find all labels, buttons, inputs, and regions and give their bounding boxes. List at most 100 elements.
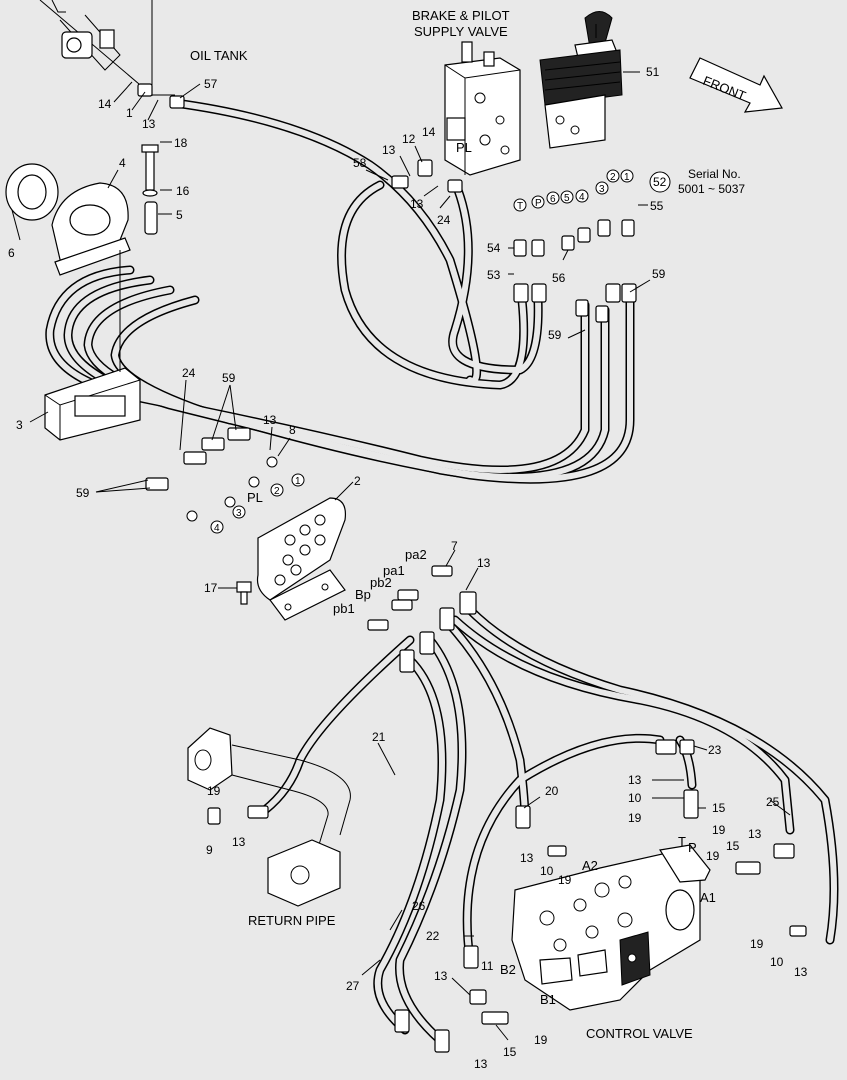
- serial-label: Serial No.: [688, 167, 741, 181]
- callout: 59: [548, 328, 562, 342]
- circled-marker-52: 52: [649, 171, 671, 193]
- clamp-3: [44, 250, 141, 441]
- port-Bp: Bp: [355, 587, 371, 602]
- callout: 13: [434, 969, 448, 983]
- circled-marker-2-lower: 2: [270, 483, 284, 497]
- hose-bundle: [45, 98, 839, 1045]
- callout: 13: [520, 851, 534, 865]
- circled-marker-5: 5: [560, 190, 574, 204]
- svg-text:3: 3: [599, 184, 605, 195]
- callout: 13: [748, 827, 762, 841]
- circled-marker-4-lower: 4: [210, 520, 224, 534]
- callout: 19: [712, 823, 726, 837]
- callout: 13: [474, 1057, 488, 1071]
- callout: 58: [353, 156, 367, 170]
- control-valve-label: CONTROL VALVE: [586, 1026, 693, 1041]
- callout: 1: [126, 106, 133, 120]
- callout: 10: [770, 955, 784, 969]
- return-pipe: [187, 727, 351, 907]
- circled-marker-P: P: [531, 195, 545, 209]
- mounting-plate-2: [256, 497, 347, 621]
- port-pa2: pa2: [405, 547, 427, 562]
- callout: 10: [628, 791, 642, 805]
- callout: 11: [481, 959, 494, 973]
- callout: 9: [206, 843, 213, 857]
- spacer-5: [144, 201, 158, 235]
- circled-marker-4: 4: [575, 189, 589, 203]
- oil-tank-label: OIL TANK: [190, 48, 248, 63]
- svg-text:52: 52: [653, 175, 667, 189]
- circled-marker-6: 6: [546, 191, 560, 205]
- circled-marker-3: 3: [595, 181, 609, 195]
- callout: 27: [346, 979, 360, 993]
- callout: 19: [750, 937, 764, 951]
- callout: 14: [422, 125, 436, 139]
- svg-text:1: 1: [295, 476, 301, 487]
- svg-text:P: P: [535, 198, 542, 209]
- callout: 14: [98, 97, 112, 111]
- callout: 17: [204, 581, 218, 595]
- callout: 19: [706, 849, 720, 863]
- callout: 13: [410, 197, 424, 211]
- callout: 20: [545, 784, 559, 798]
- callout: 59: [652, 267, 666, 281]
- brake-pilot-label-line1: BRAKE & PILOT: [412, 8, 510, 23]
- callout: 19: [207, 784, 221, 798]
- svg-text:T: T: [517, 201, 523, 212]
- pilot-joystick-valve: [539, 11, 623, 149]
- seal-ring-6: [5, 163, 59, 221]
- oil-tank: [39, 0, 175, 97]
- circled-marker-1: 1: [620, 169, 634, 183]
- callout: 23: [708, 743, 722, 757]
- callout: 12: [402, 132, 416, 146]
- svg-text:4: 4: [214, 523, 220, 534]
- washer-16: [142, 189, 158, 197]
- port-B1: B1: [540, 992, 556, 1007]
- callout: 13: [232, 835, 246, 849]
- callout: 6: [8, 246, 15, 260]
- callout: 19: [534, 1033, 548, 1047]
- callout: 18: [174, 136, 188, 150]
- callout: 13: [477, 556, 491, 570]
- port-A2: A2: [582, 858, 598, 873]
- svg-text:2: 2: [610, 172, 616, 183]
- callout: 13: [263, 413, 277, 427]
- return-pipe-label: RETURN PIPE: [248, 913, 336, 928]
- brake-pilot-supply-valve: [444, 41, 521, 176]
- callout: 13: [142, 117, 156, 131]
- callout: 15: [726, 839, 740, 853]
- svg-text:2: 2: [274, 486, 280, 497]
- circled-marker-2: 2: [606, 169, 620, 183]
- svg-text:3: 3: [236, 508, 242, 519]
- callout: 59: [222, 371, 236, 385]
- fittings: [137, 83, 807, 1053]
- front-direction-arrow: [689, 57, 783, 113]
- bracket-4: [51, 182, 131, 276]
- svg-text:6: 6: [550, 194, 556, 205]
- circled-marker-3-lower: 3: [232, 505, 246, 519]
- port-P: P: [688, 840, 697, 855]
- callout: 24: [437, 213, 451, 227]
- callout: 19: [558, 873, 572, 887]
- port-PL-mid: PL: [247, 490, 263, 505]
- callout: 19: [628, 811, 642, 825]
- svg-text:5: 5: [564, 193, 570, 204]
- callout: 25: [766, 795, 780, 809]
- callout: 10: [540, 864, 554, 878]
- circled-marker-1-lower: 1: [291, 473, 305, 487]
- port-PL-top: PL: [456, 140, 472, 155]
- port-pb2: pb2: [370, 575, 392, 590]
- port-pb1: pb1: [333, 601, 355, 616]
- callout: 22: [426, 929, 440, 943]
- brake-pilot-label-line2: SUPPLY VALVE: [414, 24, 508, 39]
- callout: 57: [204, 77, 218, 91]
- circled-marker-T: T: [513, 198, 527, 212]
- port-B2: B2: [500, 962, 516, 977]
- callout: 13: [628, 773, 642, 787]
- callout: 3: [16, 418, 23, 432]
- callout: 4: [119, 156, 126, 170]
- callout: 15: [712, 801, 726, 815]
- port-pa1: pa1: [383, 563, 405, 578]
- control-valve: [511, 844, 711, 1011]
